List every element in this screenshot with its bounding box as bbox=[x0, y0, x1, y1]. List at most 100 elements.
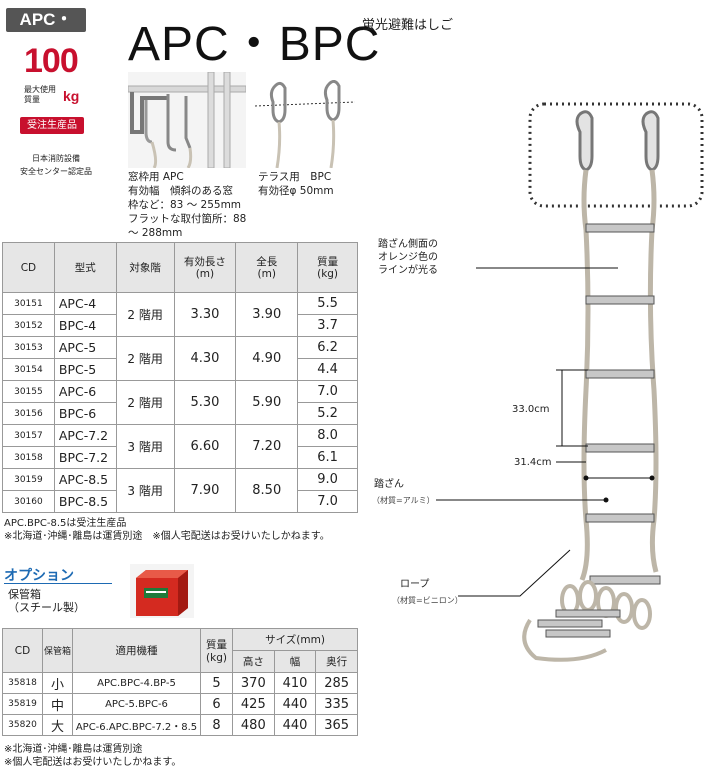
ladder-diagram bbox=[436, 102, 704, 662]
floor-cell: 3 階用 bbox=[115, 468, 175, 513]
right-hook-icon bbox=[641, 110, 660, 172]
opt-header-size: サイズ(mm) bbox=[232, 628, 358, 651]
height-cell: 370 bbox=[232, 672, 275, 694]
orange-line-label-line: ラインが光る bbox=[378, 265, 438, 276]
depth-cell: 285 bbox=[315, 672, 358, 694]
spec-header-floor: 対象階 bbox=[115, 242, 175, 293]
bpc-hook-photo bbox=[255, 80, 355, 168]
apc-desc-line: 枠など：83 ～ 255mm bbox=[128, 199, 242, 211]
bpc-description: テラス用 BPC 有効径φ 50mm bbox=[258, 170, 368, 198]
max-load-caption: 最大使用質量 bbox=[24, 85, 56, 104]
weight-cell: 5 bbox=[200, 672, 233, 694]
weight-cell: 6 bbox=[200, 693, 233, 715]
cd-cell: 30156 bbox=[2, 402, 55, 425]
hook-highlight bbox=[528, 102, 704, 208]
opt-header-height: 高さ bbox=[232, 650, 275, 673]
order-only-badge: 受注生産品 bbox=[20, 117, 84, 134]
effective-length-cell: 6.60 bbox=[173, 424, 237, 469]
opt-header-app: 適用機種 bbox=[72, 628, 201, 673]
floor-cell: 3 階用 bbox=[115, 424, 175, 469]
ladder-rungs bbox=[585, 223, 661, 585]
depth-cell: 365 bbox=[315, 714, 358, 736]
option-table-subheader-row: 高さ 幅 奥行 bbox=[3, 650, 358, 673]
model-cell: APC-8.5 bbox=[53, 468, 117, 491]
spec-notes: APC.BPC-8.5は受注生産品 ※北海道･沖縄･離島は運賃別途 ※個人宅配送… bbox=[4, 518, 330, 543]
application-cell: APC-6.APC.BPC-7.2・8.5 bbox=[72, 714, 201, 736]
width-cell: 410 bbox=[273, 672, 317, 694]
model-cell: BPC-6 bbox=[53, 402, 117, 425]
box-size-cell: 中 bbox=[42, 693, 73, 715]
weight-cell: 8.0 bbox=[297, 424, 358, 447]
table-row: 30157 APC-7.2 3 階用 6.60 7.20 8.0 bbox=[2, 424, 358, 469]
option-note: ※北海道･沖縄･離島は運賃別途 bbox=[4, 744, 143, 755]
application-cell: APC-5.BPC-6 bbox=[72, 693, 201, 715]
floor-cell: 2 階用 bbox=[115, 292, 175, 337]
opt-header-width: 幅 bbox=[273, 650, 317, 673]
certification-text: 日本消防設備 安全センター認定品 bbox=[6, 152, 106, 178]
option-desc-line: 保管箱 bbox=[8, 588, 41, 601]
rope-material-label: （材質=ビニロン） bbox=[392, 596, 463, 605]
model-cell: BPC-4 bbox=[53, 314, 117, 337]
floor-cell: 2 階用 bbox=[115, 380, 175, 425]
model-cell: APC-4 bbox=[53, 292, 117, 315]
weight-cell: 6.2 bbox=[297, 336, 358, 359]
left-hook-icon bbox=[575, 110, 594, 172]
opt-header-cd: CD bbox=[2, 628, 43, 673]
spec-table: CD 型式 対象階 有効長さ (m) 全長 (m) 質量 (kg) 30151 … bbox=[2, 242, 358, 513]
option-table-header-row: CD 保管箱 適用機種 質量 (kg) サイズ(mm) bbox=[2, 628, 358, 673]
bpc-desc-line: 有効径φ 50mm bbox=[258, 185, 334, 197]
spec-note: APC.BPC-8.5は受注生産品 bbox=[4, 518, 127, 529]
application-cell: APC.BPC-4.BP-5 bbox=[72, 672, 201, 694]
weight-cell: 5.5 bbox=[297, 292, 358, 315]
cd-cell: 35819 bbox=[2, 693, 43, 715]
apc-desc-line: フラットな取付箇所：88 bbox=[128, 213, 247, 225]
weight-cell: 5.2 bbox=[297, 402, 358, 425]
weight-cell: 7.0 bbox=[297, 380, 358, 403]
page-title: APC・BPC bbox=[128, 18, 381, 71]
model-cell: BPC-8.5 bbox=[53, 490, 117, 513]
apc-desc-line: ～ 288mm bbox=[128, 227, 183, 239]
weight-cell: 8 bbox=[200, 714, 233, 736]
opt-header-depth: 奥行 bbox=[315, 650, 358, 673]
table-row: 35820 大 APC-6.APC.BPC-7.2・8.5 8 480 440 … bbox=[2, 714, 358, 736]
rung-spacing-label: 33.0cm bbox=[512, 404, 550, 415]
effective-length-cell: 3.30 bbox=[173, 292, 237, 337]
opt-header-box: 保管箱 bbox=[42, 628, 73, 673]
table-row: 35819 中 APC-5.BPC-6 6 425 440 335 bbox=[2, 693, 358, 715]
table-row: 30155 APC-6 2 階用 5.30 5.90 7.0 bbox=[2, 380, 358, 425]
certification-line-1: 日本消防設備 bbox=[32, 154, 80, 163]
width-cell: 440 bbox=[273, 714, 317, 736]
option-note: ※個人宅配送はお受けいたしかねます。 bbox=[4, 756, 182, 768]
stacked-rungs bbox=[537, 609, 621, 638]
cd-cell: 30157 bbox=[2, 424, 55, 447]
total-length-cell: 5.90 bbox=[235, 380, 299, 425]
box-size-cell: 小 bbox=[42, 672, 73, 694]
model-cell: APC-6 bbox=[53, 380, 117, 403]
certification-line-2: 安全センター認定品 bbox=[20, 167, 92, 176]
max-load-value: 100 bbox=[24, 42, 79, 80]
apc-desc-line: 窓枠用 APC bbox=[128, 171, 184, 183]
table-row: 30153 APC-5 2 階用 4.30 4.90 6.2 bbox=[2, 336, 358, 381]
max-load-unit: kg bbox=[63, 88, 80, 104]
box-size-cell: 大 bbox=[42, 714, 73, 736]
model-cell: APC-5 bbox=[53, 336, 117, 359]
cd-cell: 30159 bbox=[2, 468, 55, 491]
table-row: 30154 BPC-5 4.4 bbox=[2, 358, 358, 381]
option-underline bbox=[4, 583, 112, 584]
cd-cell: 30153 bbox=[2, 336, 55, 359]
page-subtitle: 蛍光避難はしご bbox=[362, 18, 454, 33]
floor-cell: 2 階用 bbox=[115, 336, 175, 381]
total-length-cell: 7.20 bbox=[235, 424, 299, 469]
left-rope bbox=[579, 169, 591, 581]
table-row: 30151 APC-4 2 階用 3.30 3.90 5.5 bbox=[2, 292, 358, 337]
option-desc-line: （スチール製） bbox=[8, 601, 85, 614]
cd-cell: 30155 bbox=[2, 380, 55, 403]
spec-header-total: 全長 (m) bbox=[235, 242, 299, 293]
cd-cell: 30158 bbox=[2, 446, 55, 469]
spec-table-header-row: CD 型式 対象階 有効長さ (m) 全長 (m) 質量 (kg) bbox=[2, 242, 358, 293]
effective-length-cell: 5.30 bbox=[173, 380, 237, 425]
orange-line-label-line: 踏ざん側面の bbox=[378, 239, 438, 250]
total-length-cell: 4.90 bbox=[235, 336, 299, 381]
apc-description: 窓枠用 APC 有効幅 傾斜のある窓 枠など：83 ～ 255mm フラットな取… bbox=[128, 170, 258, 240]
rung-label: 踏ざん bbox=[374, 479, 404, 490]
